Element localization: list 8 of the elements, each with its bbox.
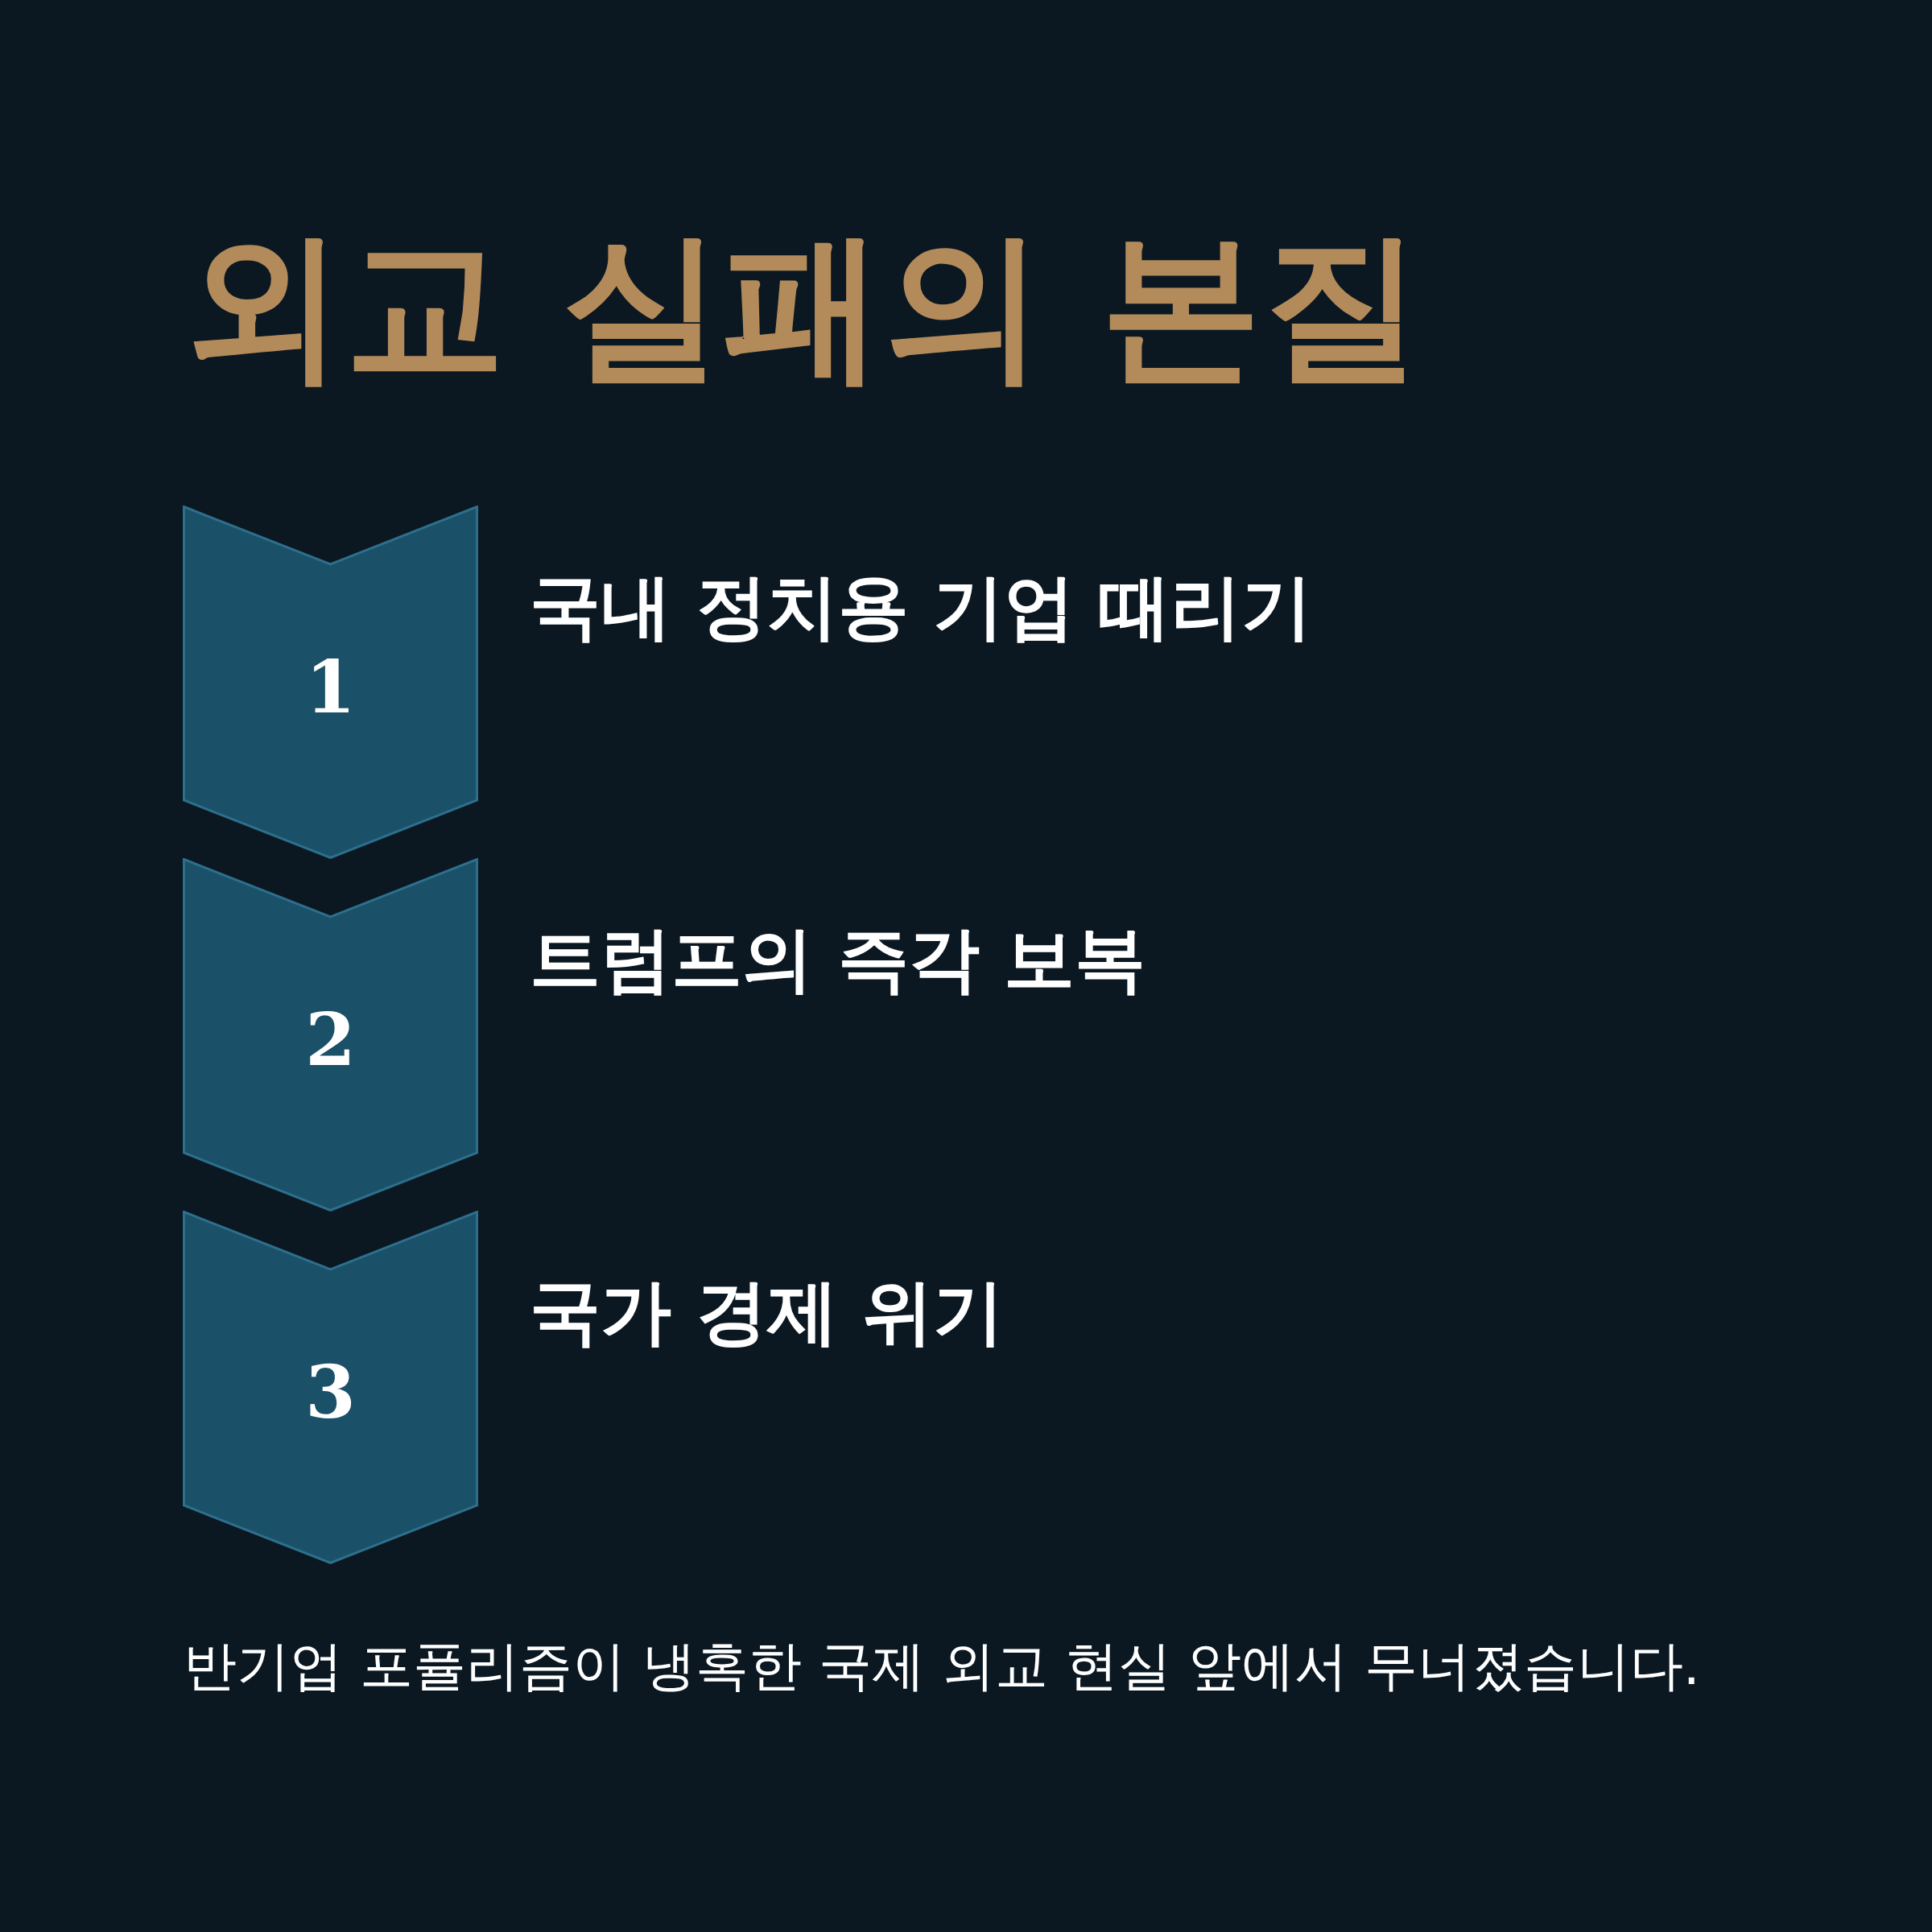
step-number: 3 <box>304 1352 357 1432</box>
step-text: 국가 경제 위기 <box>530 1271 1005 1353</box>
caption-text: 반기업 포퓰리즘이 냉혹한 국제 외교 현실 앞에서 무너졌습니다. <box>184 1634 1700 1699</box>
step-text: 트럼프의 즉각 보복 <box>530 919 1146 1001</box>
step-text: 국내 정치용 기업 때리기 <box>530 566 1312 648</box>
step-number: 1 <box>304 646 357 727</box>
title-heading: 외교 실패의 본질 <box>184 217 1423 394</box>
step-number: 2 <box>304 999 357 1080</box>
